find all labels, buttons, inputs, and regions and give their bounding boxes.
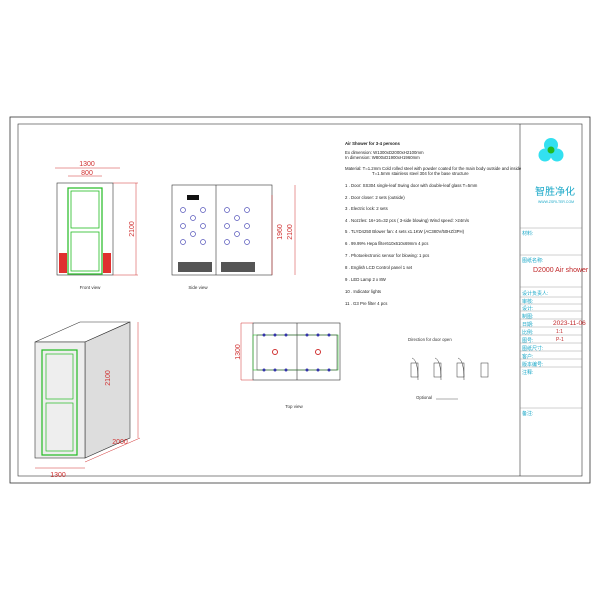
ex-dimension: Ex dimension: W1300xD2000xH2100mm xyxy=(345,150,424,155)
front-door-width-dim: 800 xyxy=(81,170,93,177)
front-height-dim: 2100 xyxy=(129,221,136,237)
iso-depth-dim: 2000 xyxy=(112,439,128,446)
design-label: 设计: xyxy=(522,306,534,312)
inner-frame xyxy=(17,123,583,477)
company-name: 智胜净化 xyxy=(535,187,575,198)
door-direction-diagram: Direction for door open Optional xyxy=(408,337,489,400)
date-label: 日期: xyxy=(522,322,534,328)
designer-lead-label: 设计负责人: xyxy=(522,291,549,297)
scale-value: 1:1 xyxy=(556,329,563,335)
version-label: 版本编号: xyxy=(522,362,544,368)
front-width-dim: 1300 xyxy=(79,161,95,168)
notes-label: 注释: xyxy=(522,370,534,376)
front-view-label: Front view xyxy=(80,285,102,290)
spec-item: 1 . Door: SS304 single-leaf Swing door w… xyxy=(345,183,478,188)
side-view-label: Side view xyxy=(188,285,208,290)
customer-label: 客户: xyxy=(522,354,534,360)
size-label: 图纸尺寸: xyxy=(522,346,544,352)
drawing-name: D2000 Air shower xyxy=(533,267,589,274)
drawing-name-label: 图纸名称: xyxy=(522,258,544,264)
remarks-label: 备注: xyxy=(522,411,534,417)
title-block-rows xyxy=(520,227,582,409)
outer-frame xyxy=(9,116,591,484)
side-view: 1960 2100 Side view xyxy=(171,184,296,290)
front-view: 1300 800 2100 Front view xyxy=(55,161,138,290)
spec-item: 10 . Indicator lights xyxy=(345,289,382,294)
draft-label: 制图: xyxy=(522,314,534,320)
drawing-no-value: P-1 xyxy=(556,337,564,343)
isometric-view: 2100 1300 2000 xyxy=(34,321,141,479)
spec-item: 11 . G3 Pre filter 4 pcs xyxy=(345,301,388,306)
top-width-dim: 1300 xyxy=(235,344,242,360)
optional-label: Optional xyxy=(416,395,432,400)
material-line-2: T=1.5mm stainless steel 304 for the base… xyxy=(372,171,469,176)
spec-item: 9 . LED Lamp 2 x 8W xyxy=(345,277,386,282)
material-label: 材料: xyxy=(522,231,534,237)
spec-item: 3 . Electric lock: 2 sets xyxy=(345,206,388,211)
top-view-label: Top view xyxy=(285,404,303,409)
company-website: WWW.ZSFILTER.COM xyxy=(538,200,575,204)
date-value: 2023-11-06 xyxy=(553,320,586,327)
spec-title: Air Shower for 3-4 persons xyxy=(345,141,400,146)
in-dimension: In dimension: W800xD1900xH1960mm xyxy=(345,155,420,160)
company-logo xyxy=(538,138,564,162)
drawing-no-label: 图号: xyxy=(522,338,534,344)
spec-item: 2 . Door closer: 2 sets (outside) xyxy=(345,195,405,200)
spec-item: 6 . 99.99% Hepa filter610x610x69mm 4 pcs xyxy=(345,241,429,246)
top-view: 1300 Top view xyxy=(235,322,341,409)
scale-label: 比例: xyxy=(522,330,534,336)
direction-label: Direction for door open xyxy=(408,337,452,342)
spec-item: 8 . English LCD Control panel 1 set xyxy=(345,265,413,270)
review-label: 审核: xyxy=(522,299,534,305)
iso-width-dim: 1300 xyxy=(50,472,66,479)
spec-item: 4 . Nozzles: 16+16=32 pcs ( 3-side blowi… xyxy=(345,218,470,223)
side-inner-height-dim: 1960 xyxy=(277,224,284,240)
spec-item: 7 . Photoelectronic sensor for blowing: … xyxy=(345,253,430,258)
spec-item: 5 . TLYD4250 Blower fan: 4 sets x1.1KW (… xyxy=(345,229,465,234)
material-line-1: Material: T=1.2mm Cold rolled steel with… xyxy=(345,166,522,171)
side-height-dim: 2100 xyxy=(287,224,294,240)
iso-height-dim: 2100 xyxy=(105,370,112,386)
